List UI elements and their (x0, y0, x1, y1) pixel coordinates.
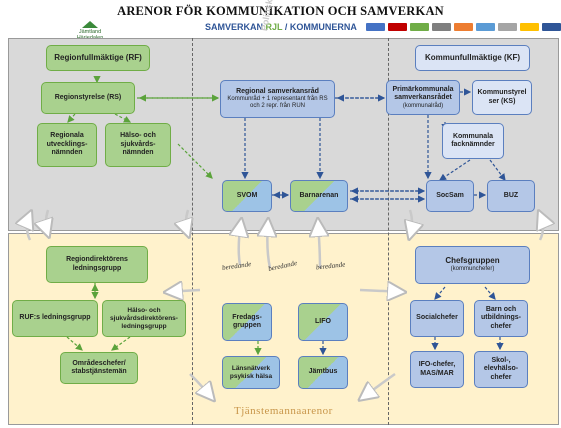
jamtbus-label: Jämtbus (308, 368, 338, 376)
regionfullmaktige-box: Regionfullmäktige (RF) (46, 45, 150, 71)
socsam-box: SocSam (426, 180, 474, 212)
rs-label: Regionstyrelse (RS) (54, 93, 122, 101)
ifo-chefer-box: IFO-chefer, MAS/MAR (410, 351, 464, 388)
mountain-logo-icon (82, 21, 98, 28)
utveckling-label: Regionala utvecklings-nämnden (46, 132, 88, 157)
barnarenan-box: Barnarenan (290, 180, 348, 212)
fack-label: Kommunala facknämnder (451, 132, 495, 149)
kf-label: Kommunfullmäktige (KF) (424, 52, 521, 62)
skol-label: Skol-, elevhälso-chefer (483, 356, 519, 381)
buz-box: BUZ (487, 180, 535, 212)
primar-title: Primärkommunala samverkansrådet (392, 85, 454, 102)
halso-label: Hälso- och sjukvårds-nämnden (120, 132, 156, 157)
ruf-ledningsgrupp-box: RUF:s ledningsgrupp (12, 300, 98, 337)
barn-label: Barn och utbildnings-chefer (480, 305, 522, 330)
regiondirektorens-ledningsgrupp-box: Regiondirektörens ledningsgrupp (46, 246, 148, 283)
subtitle-kommunerna: KOMMUNERNA (289, 22, 357, 32)
svom-label: SVOM (236, 191, 258, 199)
buz-label: BUZ (503, 191, 519, 199)
halso-sjukvardsnamnden-box: Hälso- och sjukvårds-nämnden (105, 123, 171, 167)
chefsgruppen-sub: (kommunchefer) (450, 265, 495, 272)
samverkansrad-title: Regional samverkansråd (236, 87, 319, 95)
fredags-label: Fredags-gruppen (232, 313, 262, 330)
samverkansrad-sub: Kommunråd + 1 representant från RS och 2… (227, 96, 328, 110)
ifo-label: IFO-chefer, MAS/MAR (418, 361, 456, 377)
chefsgruppen-title: Chefsgruppen (445, 256, 500, 266)
halso-sjukvardsdirektor-ledningsgrupp-box: Hälso- och sjukvårdsdirektörens-lednings… (102, 300, 186, 337)
subtitle-rjl: RJL (265, 22, 283, 32)
kommunala-facknamnder-box: Kommunala facknämnder (442, 123, 504, 159)
kommunfullmaktige-box: Kommunfullmäktige (KF) (415, 45, 530, 71)
lansnatverk-psykisk-halsa-box: Länsnätverk psykisk hälsa (222, 356, 280, 389)
regional-samverkansrad-box: Regional samverkansråd Kommunråd + 1 rep… (220, 80, 335, 118)
socialchefer-box: Socialchefer (410, 300, 464, 337)
ks-label: Kommunstyrel ser (KS) (477, 89, 527, 105)
ledning-label: Regiondirektörens ledningsgrupp (66, 256, 128, 272)
rf-label: Regionfullmäktige (RF) (54, 52, 142, 62)
kommunstyrelser-box: Kommunstyrel ser (KS) (472, 80, 532, 115)
jamtbus-box: Jämtbus (298, 356, 348, 389)
skol-elevhalsochefer-box: Skol-, elevhälso-chefer (474, 351, 528, 388)
regionala-utvecklingsnamnden-box: Regionala utvecklings-nämnden (37, 123, 97, 167)
svom-box: SVOM (222, 180, 272, 212)
subtitle-sep: / (282, 22, 290, 32)
fredagsgruppen-box: Fredags-gruppen (222, 303, 272, 341)
lifo-label: LIFO (315, 317, 331, 325)
primar-sub: (kommunalråd) (402, 102, 444, 109)
omrade-label: Områdeschefer/ stabstjänstemän (71, 359, 127, 376)
subtitle: SAMVERKAN RJL / KOMMUNERNA (205, 22, 357, 32)
omradeschefer-box: Områdeschefer/ stabstjänstemän (60, 352, 138, 384)
lansnat-label: Länsnätverk psykisk hälsa (229, 364, 273, 380)
chefsgruppen-box: Chefsgruppen (kommunchefer) (415, 246, 530, 284)
tjanstemannaarenor-label: Tjänstemannaarenor (234, 405, 333, 417)
primarkommunala-samverkansradet-box: Primärkommunala samverkansrådet (kommuna… (386, 80, 460, 115)
diagram-title: ARENOR FÖR KOMMUNIKATION OCH SAMVERKAN (117, 4, 444, 18)
socsam-label: SocSam (436, 191, 464, 199)
halso-ledning-label: Hälso- och sjukvårdsdirektörens-lednings… (110, 306, 178, 330)
subtitle-samverkan: SAMVERKAN (205, 22, 266, 32)
ruf-label: RUF:s ledningsgrupp (19, 314, 91, 322)
lifo-box: LIFO (298, 303, 348, 341)
socialchefer-label: Socialchefer (416, 314, 458, 322)
municipal-logo-strip-icon (366, 23, 561, 31)
divider-right (388, 38, 389, 425)
regionstyrelse-box: Regionstyrelse (RS) (41, 82, 135, 114)
barn-utbildningschefer-box: Barn och utbildnings-chefer (474, 300, 528, 337)
barnarenan-label: Barnarenan (299, 191, 339, 199)
